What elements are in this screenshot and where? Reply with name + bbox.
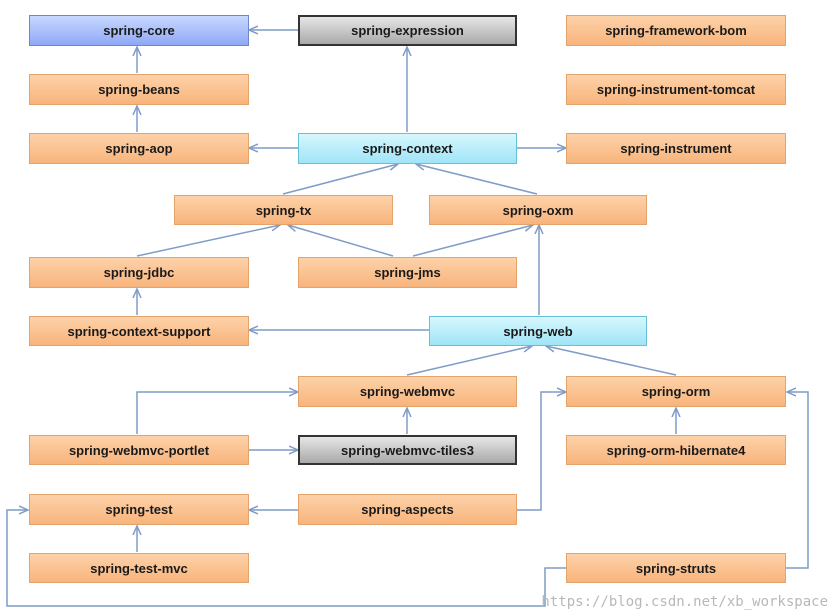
node-spring-orm: spring-orm [566,376,786,407]
watermark: https://blog.csdn.net/xb_workspace [541,594,828,610]
node-spring-webmvc-portlet: spring-webmvc-portlet [29,435,249,465]
arrow-webmvc-web [406,346,532,376]
node-spring-test-mvc: spring-test-mvc [29,553,249,583]
node-spring-tx: spring-tx [174,195,393,225]
arrow-struts-orm [786,392,809,569]
arrow-jms-tx [288,225,394,257]
node-spring-aspects: spring-aspects [298,494,517,525]
node-spring-aop: spring-aop [29,133,249,164]
node-spring-orm-hibernate4: spring-orm-hibernate4 [566,435,786,465]
node-spring-context: spring-context [298,133,517,164]
arrow-tx-context [282,164,398,195]
node-spring-jms: spring-jms [298,257,517,288]
node-spring-beans: spring-beans [29,74,249,105]
node-spring-context-support: spring-context-support [29,316,249,346]
arrow-orm-web [546,346,677,376]
arrow-struts-test [6,510,566,607]
node-spring-test: spring-test [29,494,249,525]
arrow-portlet-webmvc [136,392,298,434]
node-spring-framework-bom: spring-framework-bom [566,15,786,46]
node-spring-webmvc-tiles3: spring-webmvc-tiles3 [298,435,517,465]
node-spring-instrument: spring-instrument [566,133,786,164]
arrow-oxm-context [416,164,538,195]
node-spring-oxm: spring-oxm [429,195,647,225]
arrow-jms-oxm [412,225,533,257]
node-spring-jdbc: spring-jdbc [29,257,249,288]
node-spring-expression: spring-expression [298,15,517,46]
arrow-aspects-orm [517,392,566,511]
node-spring-web: spring-web [429,316,647,346]
node-spring-webmvc: spring-webmvc [298,376,517,407]
node-spring-struts: spring-struts [566,553,786,583]
arrow-jdbc-tx [136,225,280,257]
node-spring-instrument-tomcat: spring-instrument-tomcat [566,74,786,105]
node-spring-core: spring-core [29,15,249,46]
